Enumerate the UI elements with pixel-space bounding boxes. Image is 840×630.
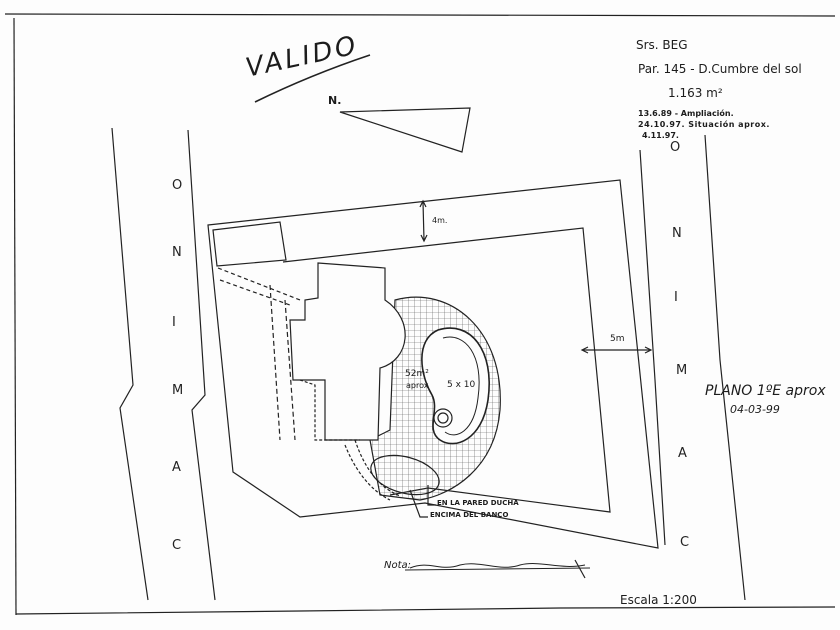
left-road-letter: A	[172, 460, 182, 475]
plan-stamp-label: PLANO 1ºE aprox	[705, 383, 826, 399]
scale-label: Escala 1:200	[620, 593, 697, 607]
plot-boundary	[207, 179, 659, 549]
right-road-letter: N	[672, 226, 683, 241]
shower-wall-note: EN LA PARED DUCHA	[437, 499, 519, 507]
valid-underline	[254, 54, 371, 103]
north-label: N.	[328, 94, 342, 107]
plan-stamp-date: 04-03-99	[730, 403, 780, 416]
terrace-approx: aprox	[406, 381, 429, 390]
left-road-letter: N	[172, 245, 183, 260]
sheet-bottom-line	[15, 606, 836, 615]
sheet-left-line	[13, 17, 17, 616]
right-road-letter: M	[676, 363, 689, 378]
leader-bench	[409, 489, 428, 518]
pool-size: 5 x 10	[447, 380, 476, 390]
shed	[212, 221, 287, 267]
left-road-letter: C	[172, 538, 183, 553]
history-line-3: 4.11.97.	[642, 131, 679, 140]
left-road-letter: I	[172, 315, 177, 330]
history-line-1: 13.6.89 - Ampliación.	[638, 109, 734, 118]
left-road-edge	[111, 127, 149, 601]
right-road-inner	[639, 149, 666, 546]
terrace-area: 52m²	[405, 369, 429, 379]
above-bench-note: ENCIMA DEL BANCO	[430, 511, 509, 519]
north-arrow	[339, 107, 471, 153]
dimension-4m	[422, 201, 425, 241]
leader-shower	[427, 485, 436, 506]
house	[289, 262, 406, 441]
crossed-note-scribble	[404, 563, 591, 571]
sheet-top-line	[4, 13, 836, 17]
shower-area	[370, 454, 440, 496]
area-label: 1.163 m²	[668, 86, 723, 100]
right-road-edge	[704, 134, 746, 601]
setback-top-dimension: 4m.	[432, 216, 448, 225]
history-line-2: 24.10.97. Situación aprox.	[638, 120, 770, 129]
left-road-letter: M	[172, 383, 185, 398]
setback-right-dimension: 5m	[610, 334, 625, 344]
left-road-inner	[187, 129, 216, 601]
left-road-letter: O	[172, 178, 184, 193]
right-road-letter: A	[678, 446, 688, 461]
right-road-letter: O	[670, 140, 682, 155]
client-label: Srs. BEG	[636, 38, 688, 52]
parcel-label: Par. 145 - D.Cumbre del sol	[638, 62, 802, 76]
stair-path	[217, 267, 301, 306]
spa	[433, 408, 453, 428]
right-road-letter: I	[674, 290, 679, 305]
crossed-note-prefix: Nota:	[384, 560, 412, 571]
right-road-letter: C	[680, 535, 691, 550]
